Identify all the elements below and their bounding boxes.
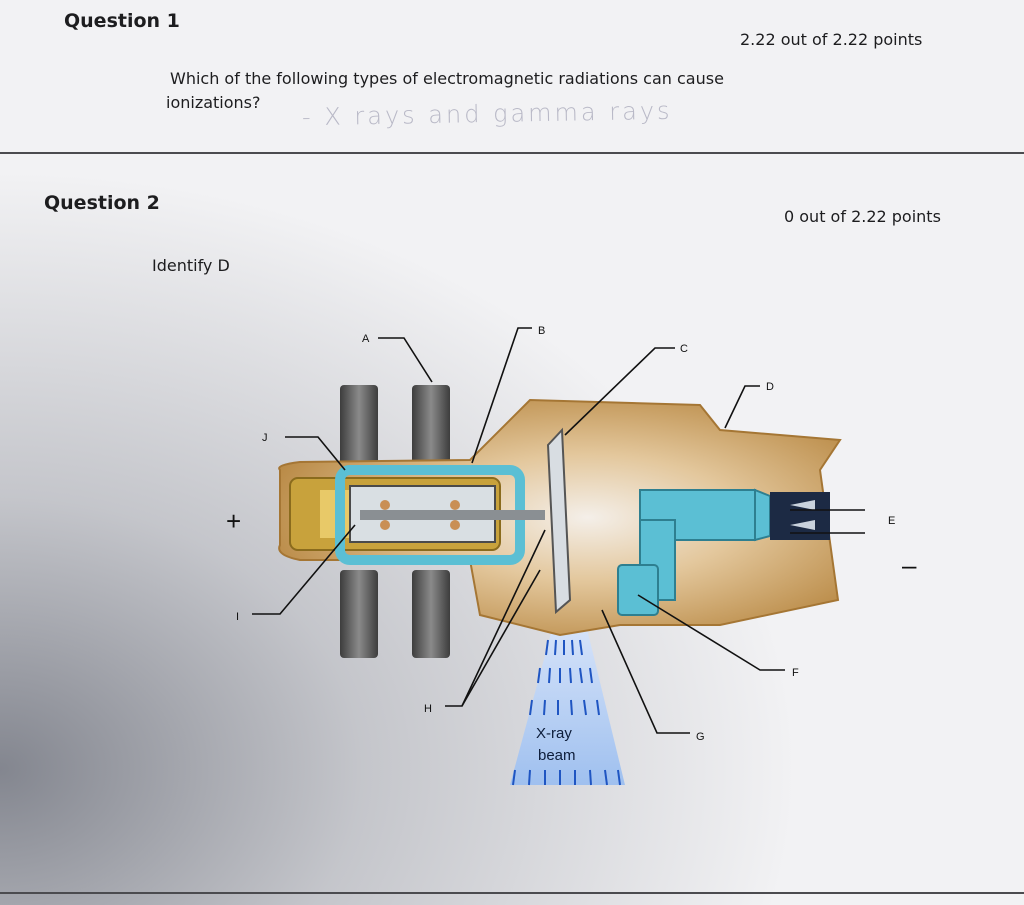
leader-lines: [252, 327, 865, 734]
focusing-cup: [617, 564, 659, 616]
question-1-prompt-line2: ionizations?: [166, 93, 261, 112]
diagram-label-c: C: [680, 343, 688, 355]
minus-sign: –: [902, 550, 917, 580]
terminal-bottom-left: [340, 570, 378, 658]
diagram-label-h: H: [424, 703, 432, 715]
beam-label-line2: beam: [538, 747, 576, 764]
diagram-label-a: A: [362, 333, 370, 345]
beam-label-line1: X-ray: [536, 725, 572, 742]
cathode-tip: [754, 488, 771, 542]
question-2-points: 0 out of 2.22 points: [784, 207, 941, 226]
question-2-prompt: Identify D: [152, 256, 230, 275]
question-1-points: 2.22 out of 2.22 points: [740, 30, 923, 49]
rotor-bearings: [380, 500, 460, 530]
question-1-prompt-line1: Which of the following types of electrom…: [170, 69, 724, 88]
rotating-anode-disc: [546, 427, 572, 615]
question-1-title: Question 1: [64, 10, 180, 32]
diagram-label-b: B: [538, 325, 545, 337]
diagram-label-g: G: [696, 731, 705, 743]
question-divider: [0, 152, 1024, 154]
diagram-label-d: D: [766, 381, 774, 393]
diagram-label-f: F: [792, 667, 799, 679]
terminal-bottom-right: [412, 570, 450, 658]
question-2-title: Question 2: [44, 192, 160, 214]
plus-sign: +: [226, 506, 241, 536]
diagram-label-e: E: [888, 515, 895, 527]
beam-ticks: [512, 639, 621, 786]
diagram-label-i: I: [236, 611, 239, 623]
terminal-top-right: [412, 385, 450, 465]
bottom-divider: [0, 892, 1024, 894]
xray-beam: [510, 600, 625, 785]
diagram-label-j: J: [262, 432, 268, 444]
terminal-top-left: [340, 385, 378, 465]
filament-wires: [790, 500, 815, 530]
